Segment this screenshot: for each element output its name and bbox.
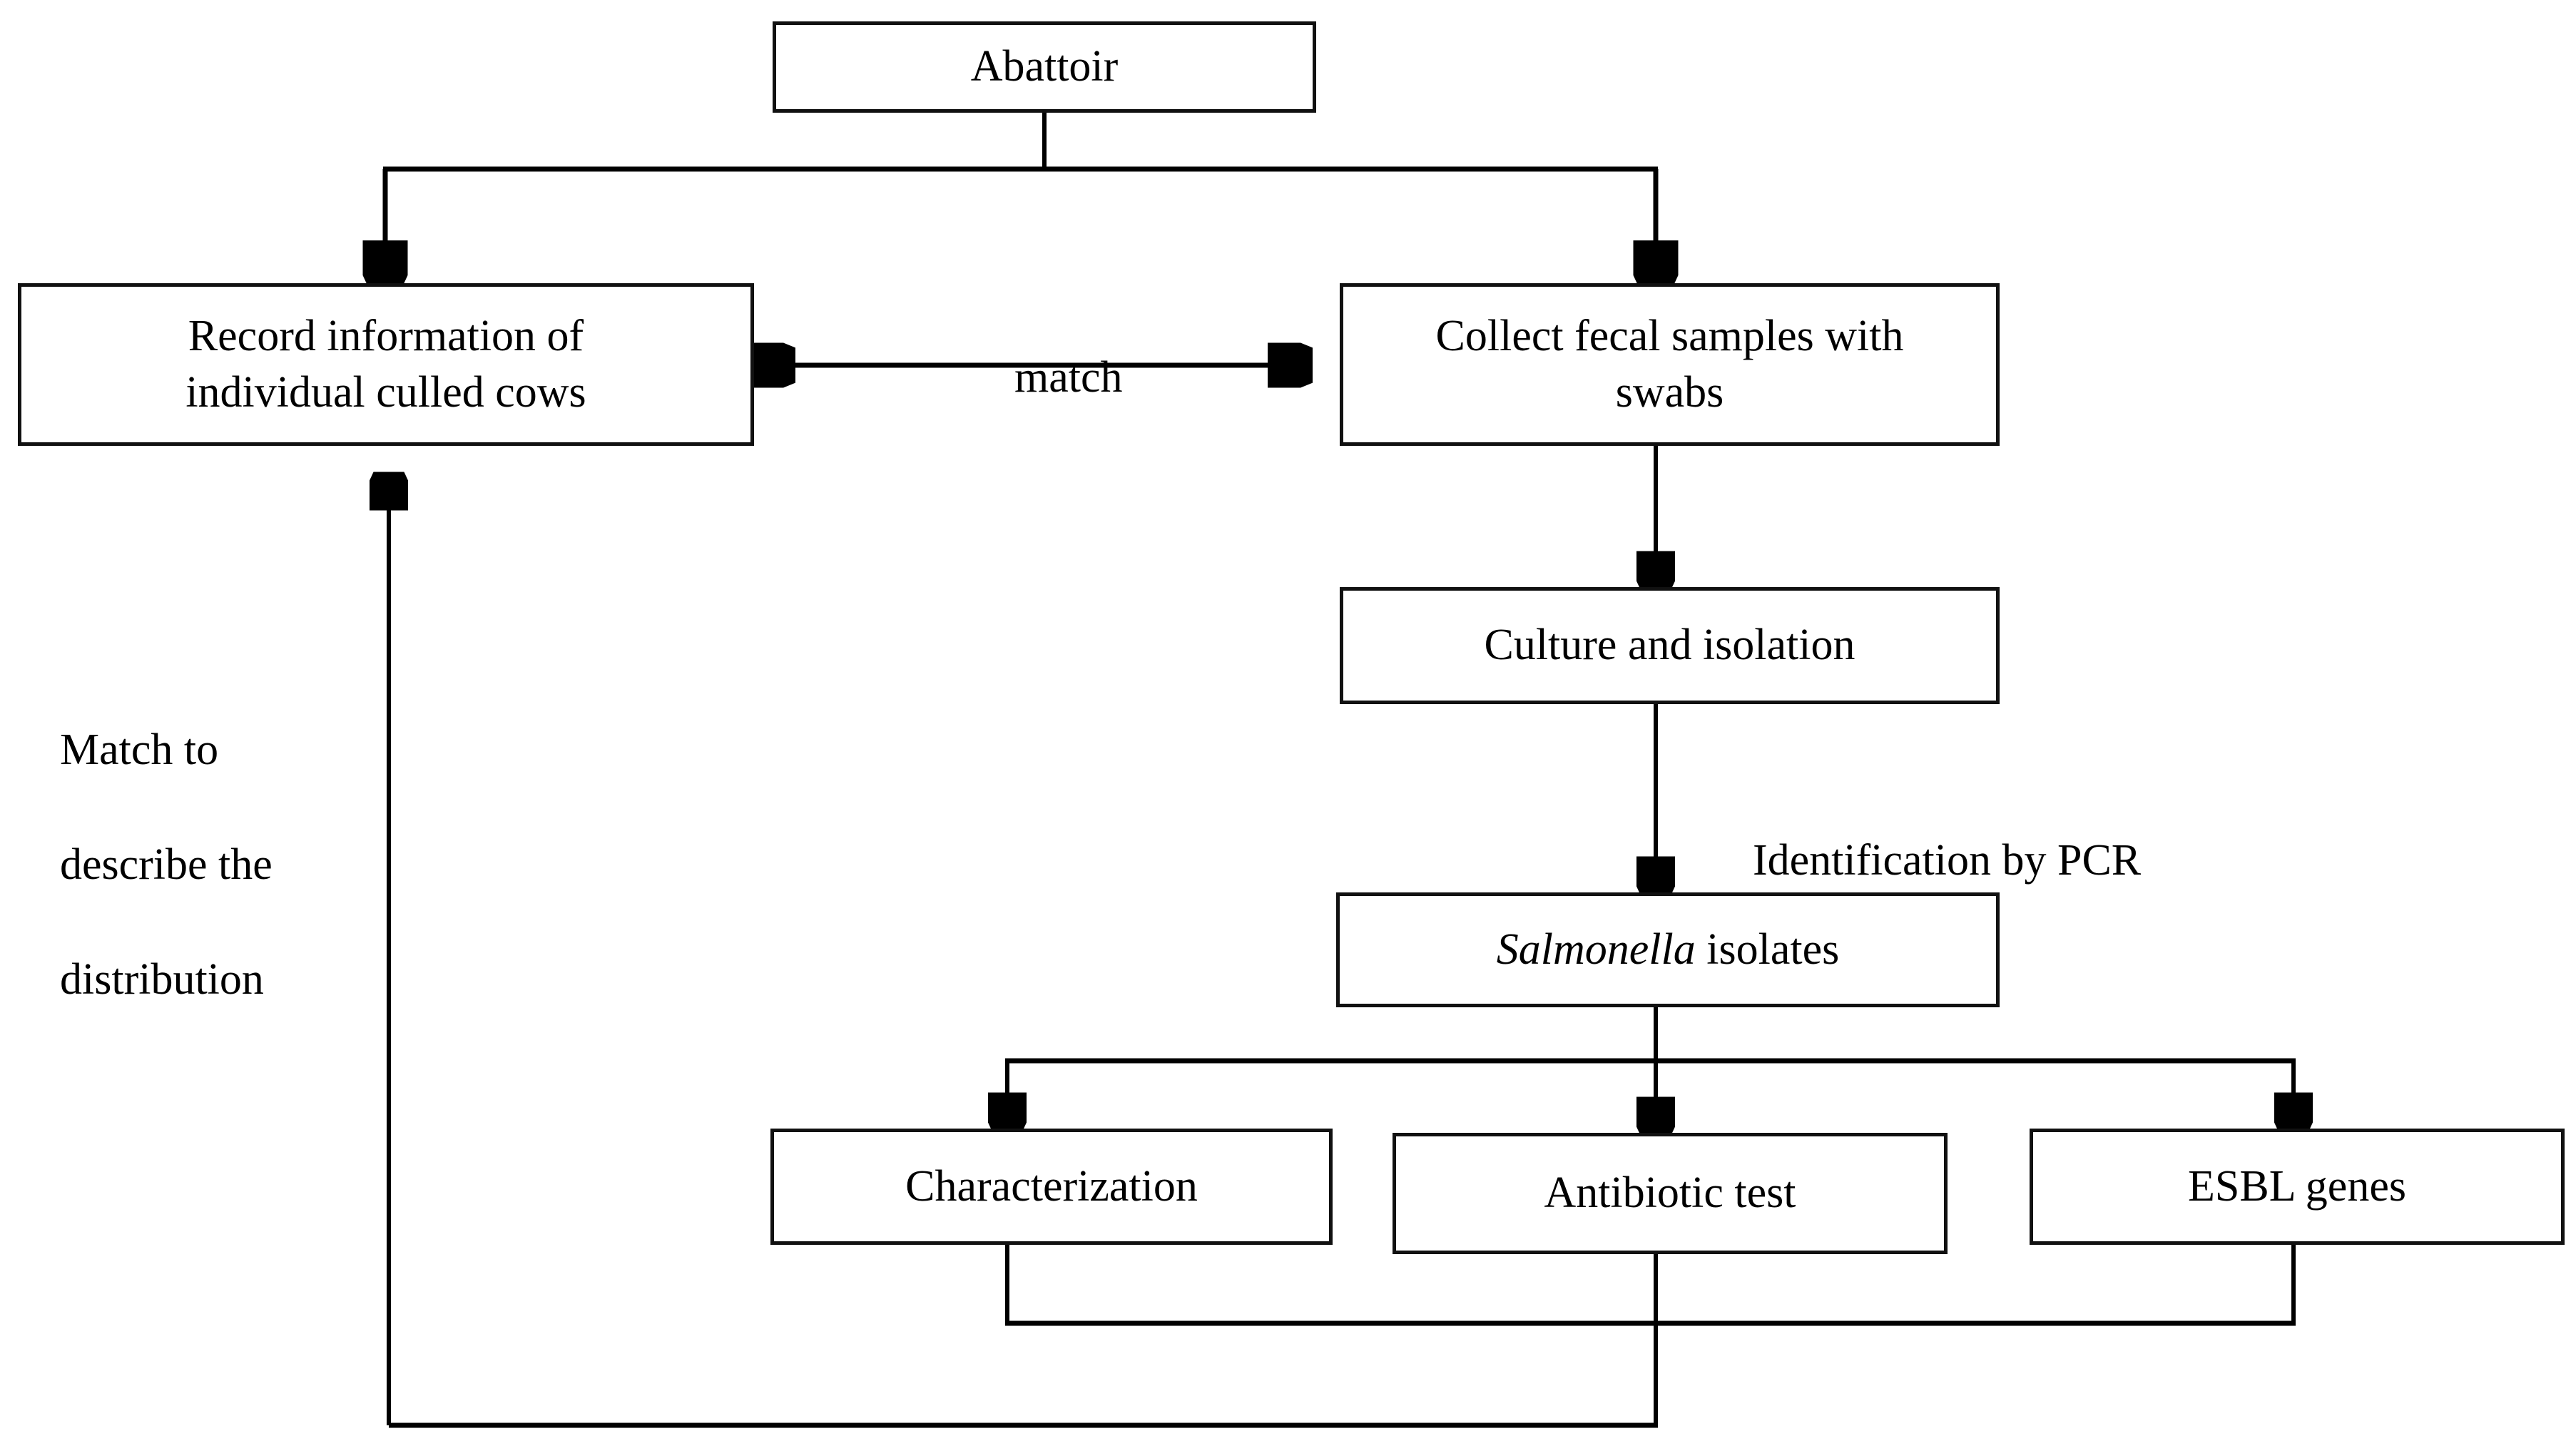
node-culture-and-isolation[interactable]: Culture and isolation [1340, 587, 2000, 704]
node-record-information-label: Record information of individual culled … [31, 308, 740, 422]
node-record-information[interactable]: Record information of individual culled … [18, 283, 754, 446]
edge-label-match-to-describe-distribution: Match to describe the distribution [16, 663, 322, 1066]
node-antibiotic-test-label: Antibiotic test [1544, 1168, 1796, 1218]
node-salmonella-suffix: isolates [1695, 925, 1840, 974]
node-salmonella-genus: Salmonella [1496, 925, 1696, 974]
node-esbl-genes-label: ESBL genes [2188, 1161, 2406, 1211]
node-collect-fecal-line1: Collect fecal samples with [1435, 311, 1904, 360]
node-characterization-label: Characterization [905, 1161, 1198, 1211]
node-culture-and-isolation-label: Culture and isolation [1484, 621, 1855, 670]
node-record-information-line1: Record information of [188, 311, 584, 360]
node-esbl-genes[interactable]: ESBL genes [2030, 1129, 2565, 1245]
node-abattoir-label: Abattoir [970, 42, 1119, 91]
node-characterization[interactable]: Characterization [770, 1129, 1333, 1245]
edge-label-match-describe-line1: Match to [60, 725, 219, 774]
node-collect-fecal-line2: swabs [1615, 368, 1724, 417]
edge-label-match: match [970, 291, 1123, 464]
edge-label-match-text: match [1014, 352, 1123, 402]
node-antibiotic-test[interactable]: Antibiotic test [1393, 1133, 1948, 1254]
node-collect-fecal-samples[interactable]: Collect fecal samples with swabs [1340, 283, 2000, 446]
edge-label-identification-text: Identification by PCR [1753, 835, 2142, 885]
node-collect-fecal-samples-label: Collect fecal samples with swabs [1353, 308, 1986, 422]
edge-label-match-describe-line2: describe the [60, 840, 273, 889]
edge-label-match-describe-line3: distribution [60, 954, 264, 1004]
node-abattoir[interactable]: Abattoir [773, 21, 1316, 113]
node-record-information-line2: individual culled cows [185, 368, 586, 417]
edge-label-identification-by-pcr: Identification by PCR [1709, 774, 2141, 947]
node-salmonella-isolates[interactable]: Salmonella isolates [1336, 892, 2000, 1007]
node-salmonella-isolates-label: Salmonella isolates [1350, 922, 1986, 978]
